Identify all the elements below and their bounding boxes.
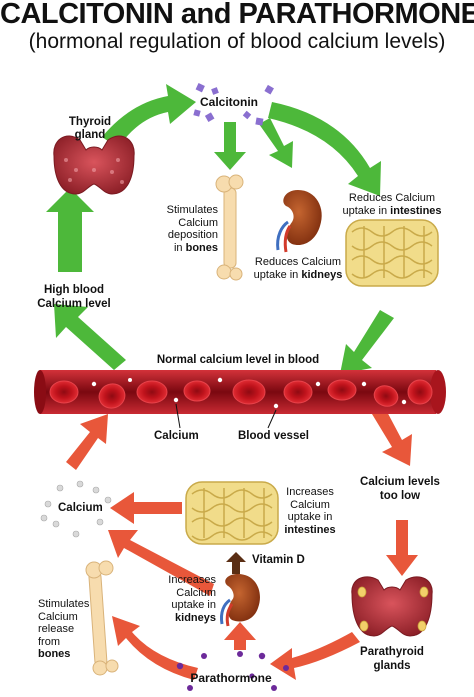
inc-kid-line-3: uptake in bbox=[171, 599, 216, 611]
diagram-title: CALCITONIN and PARATHORMONE bbox=[0, 0, 474, 30]
calcitonin-label: Calcitonin bbox=[200, 95, 259, 109]
red-kid-line-1: Reduces Calcium bbox=[254, 256, 342, 268]
red-int-intestines: intestines bbox=[390, 204, 442, 217]
arrow-parathyroid-to-parathormone bbox=[270, 632, 360, 680]
red-kid-line-2: uptake in kidneys bbox=[248, 269, 348, 282]
high-line-2: Calcium level bbox=[37, 297, 111, 310]
stim-dep-line-2: Calcium bbox=[178, 216, 218, 229]
inc-int-line-2: Calcium bbox=[290, 498, 330, 511]
red-int-uptake: uptake in bbox=[342, 204, 391, 217]
stimulates-release-label: Stimulates Calcium release from bones bbox=[38, 598, 100, 661]
vitamin-d-arrow bbox=[226, 552, 246, 574]
arrow-vessel-to-high bbox=[54, 304, 126, 370]
thyroid-label-line-1: Thyroid bbox=[68, 116, 112, 128]
red-int-line-2: uptake in intestines bbox=[340, 205, 444, 218]
stim-dep-line-1: Stimulates bbox=[166, 204, 218, 216]
inc-kid-line-1: Increases bbox=[168, 574, 216, 586]
increases-kidneys-label: Increases Calcium uptake in kidneys bbox=[156, 574, 216, 624]
stim-rel-line-1: Stimulates bbox=[38, 598, 90, 610]
arrow-vessel-to-too-low bbox=[372, 406, 412, 466]
arrow-thyroid-to-calcitonin bbox=[102, 84, 196, 148]
diagram-subtitle: (hormonal regulation of blood calcium le… bbox=[28, 30, 446, 53]
inc-kid-line-2: Calcium bbox=[176, 586, 216, 599]
arrow-calcitonin-to-bone bbox=[214, 122, 246, 170]
stimulates-deposition-label: Stimulates Calcium deposition in bones bbox=[148, 204, 218, 254]
thyroid-label-line-2: gland bbox=[74, 128, 106, 141]
kidney-upper-image bbox=[276, 190, 322, 253]
bone-upper-image bbox=[215, 174, 244, 281]
blood-vessel-label: Blood vessel bbox=[238, 430, 309, 442]
stim-dep-line-4: in bones bbox=[148, 242, 218, 255]
arrow-too-low-to-parathyroid bbox=[386, 520, 418, 576]
stim-rel-line-2: Calcium bbox=[38, 610, 78, 623]
intestines-lower-image bbox=[185, 481, 279, 545]
normal-level-label: Normal calcium level in blood bbox=[156, 354, 320, 366]
calcitonin-molecules bbox=[193, 83, 274, 126]
kidney-lower-image bbox=[220, 574, 260, 627]
calcium-particles bbox=[40, 480, 112, 538]
red-kid-kidneys: kidneys bbox=[301, 268, 343, 281]
too-low-line-2: too low bbox=[379, 489, 421, 502]
intestines-upper-image bbox=[345, 219, 439, 287]
stim-dep-line-3: deposition bbox=[167, 229, 218, 241]
parathyroid-line-2: glands bbox=[373, 659, 411, 672]
inc-int-line-1: Increases bbox=[286, 486, 334, 498]
vitamin-d-label: Vitamin D bbox=[252, 554, 305, 566]
arrow-intestines-to-calcium bbox=[110, 492, 182, 524]
too-low-line-1: Calcium levels bbox=[360, 476, 440, 488]
arrow-high-to-thyroid bbox=[46, 188, 94, 272]
arrow-kidney-to-calcium bbox=[108, 530, 214, 596]
calcium-left-label: Calcium bbox=[58, 502, 103, 514]
parathyroid-glands-label: Parathyroid glands bbox=[348, 646, 436, 673]
bone-lower-image bbox=[85, 560, 119, 676]
red-kid-uptake: uptake in bbox=[253, 268, 302, 281]
stim-dep-in: in bbox=[173, 241, 186, 254]
high-blood-calcium-label: High blood Calcium level bbox=[26, 284, 122, 311]
stim-dep-bones: bones bbox=[185, 241, 218, 254]
inc-int-line-4: intestines bbox=[284, 523, 336, 536]
high-line-1: High blood bbox=[43, 284, 105, 296]
stim-rel-line-4: from bbox=[38, 635, 60, 648]
parathormone-label: Parathormone bbox=[190, 671, 272, 685]
parathyroid-glands-image bbox=[351, 576, 433, 637]
arrow-parathormone-to-kidney bbox=[224, 622, 256, 650]
stim-rel-line-5: bones bbox=[38, 648, 71, 660]
inc-kid-line-4: kidneys bbox=[175, 611, 216, 624]
arrow-parathormone-to-bone bbox=[112, 616, 198, 680]
arrow-calcium-to-vessel bbox=[66, 414, 108, 470]
increases-intestines-label: Increases Calcium uptake in intestines bbox=[278, 486, 342, 536]
blood-vessel bbox=[34, 370, 446, 429]
stim-rel-line-3: release bbox=[38, 623, 75, 635]
arrow-calcitonin-to-intestines bbox=[268, 102, 381, 196]
reduces-kidneys-label: Reduces Calcium uptake in kidneys bbox=[248, 256, 348, 281]
arrow-intestines-to-vessel bbox=[340, 310, 394, 374]
inc-int-line-3: uptake in bbox=[287, 511, 333, 523]
thyroid-gland-label: Thyroid gland bbox=[52, 116, 128, 141]
calcium-vessel-label: Calcium bbox=[154, 430, 199, 442]
calcium-too-low-label: Calcium levels too low bbox=[350, 476, 450, 503]
red-int-line-1: Reduces Calcium bbox=[348, 192, 436, 204]
arrow-calcitonin-to-kidney bbox=[259, 118, 293, 168]
parathyroid-line-1: Parathyroid bbox=[360, 646, 424, 658]
thyroid-gland-image bbox=[53, 135, 135, 195]
reduces-intestines-label: Reduces Calcium uptake in intestines bbox=[340, 192, 444, 217]
parathormone-molecules bbox=[176, 651, 289, 691]
